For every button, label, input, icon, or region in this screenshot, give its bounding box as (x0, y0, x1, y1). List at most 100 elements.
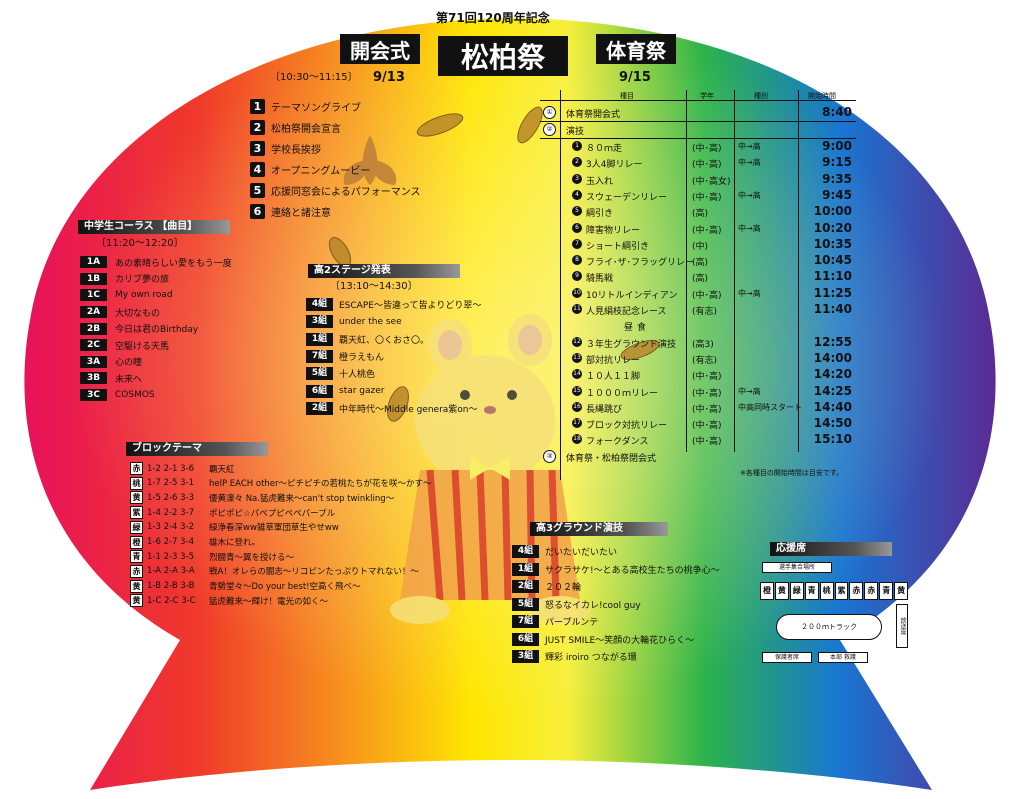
schedule-grade: (高) (692, 258, 709, 269)
ground3-group-badge: 6組 (512, 632, 539, 646)
chorus-item: 2B 今日は君のBirthday (80, 320, 260, 337)
schedule-event: ３年生グラウンド演技 (586, 339, 677, 350)
schedule-time: 9:00 (822, 139, 852, 153)
stage2-header: 高2ステージ発表 (308, 264, 460, 278)
block-class-codes: 1-B 2-B 3-B (147, 581, 195, 592)
chorus-class-badge: 3C (80, 389, 107, 402)
schedule-grade: (中･高) (692, 225, 722, 236)
stage2-title: under the see (339, 316, 402, 327)
chorus-class-badge: 2B (80, 322, 107, 335)
schedule-number: 6 (572, 222, 582, 233)
block-theme-text: 優黄凜々 Na.猛虎難来～can't stop twinkling～ (209, 493, 395, 504)
block-color-badge: 緑 (130, 520, 143, 534)
schedule-type: 中→高 (738, 288, 761, 298)
schedule-divider-3 (734, 90, 735, 452)
chorus-song: 今日は君のBirthday (115, 325, 199, 336)
schedule-event: 騎馬戦 (586, 274, 614, 285)
chorus-class-badge: 3B (80, 372, 107, 385)
schedule-type: 中→高 (738, 158, 761, 168)
stage2-item: 7組橙ラえもん (306, 348, 526, 365)
stage2-group-badge: 7組 (306, 350, 333, 364)
schedule-time: 8:40 (822, 105, 852, 119)
opening-label: 開会式 (340, 34, 420, 64)
ground3-group-badge: 4組 (512, 545, 539, 559)
festival-title: 松柏祭 (438, 36, 568, 76)
seating-block: 赤 (864, 582, 879, 600)
sports-date: 9/15 (619, 70, 651, 85)
ground3-group-badge: 2組 (512, 580, 539, 594)
schedule-number: 2 (572, 157, 582, 168)
schedule-grade: (有志) (692, 307, 718, 317)
chorus-song: あの素晴らしい愛をもう一度 (115, 258, 232, 269)
schedule-time: 9:45 (822, 187, 852, 202)
schedule-col-event: 種目 (620, 92, 634, 100)
schedule-number: 16 (572, 401, 582, 412)
schedule-number: 5 (572, 206, 582, 217)
stage2-item: 2組中年時代～Middle genera紫on～ (306, 400, 526, 417)
ground3-header: 高3グラウンド演技 (530, 522, 668, 536)
seating-block: 黄 (894, 582, 909, 600)
stage2-group-badge: 6組 (306, 384, 333, 398)
block-color-badge: 赤 (130, 564, 143, 578)
schedule-time: 15:10 (813, 432, 852, 447)
ground3-group-badge: 7組 (512, 615, 539, 629)
block-color-badge: 紫 (130, 506, 143, 520)
schedule-number: 3 (572, 173, 582, 184)
seating-block: 青 (879, 582, 894, 600)
opening-item-label: 応援同窓会によるパフォーマンス (271, 187, 421, 198)
seating-block: 橙 (760, 582, 774, 600)
seating-track: ２００ｍトラック (776, 614, 882, 640)
stage2-group-badge: 2組 (306, 401, 333, 415)
block-theme-text: helP EACH other～ピチピチの若桃たちが花を咲～かす～ (209, 479, 432, 490)
opening-item-number: 1 (250, 99, 265, 114)
schedule-time: 9:15 (822, 155, 852, 170)
opening-item-number: 5 (250, 183, 265, 198)
schedule-event: 昼食 (624, 323, 651, 334)
schedule-event: １０人１１脚 (586, 372, 641, 383)
ground3-title: サクラサケ!～とある高校生たちの桃争心～ (545, 565, 720, 576)
block-class-codes: 1-7 2-5 3-1 (147, 478, 195, 489)
schedule-grade: (有志) (692, 355, 718, 366)
stage2-title: star gazer (339, 386, 385, 397)
chorus-song: カリブ夢の旅 (115, 275, 170, 286)
schedule-grade: (高3) (692, 339, 714, 350)
block-class-codes: 1-1 2-3 3-5 (147, 551, 195, 562)
schedule-grade: (中･高) (692, 372, 722, 383)
schedule-number: 8 (572, 255, 582, 266)
schedule-time: 10:35 (813, 236, 852, 251)
seating-bottom-left: 保護者席 (762, 652, 812, 663)
stage2-group-badge: 4組 (306, 298, 333, 312)
schedule-header-row: 種目 学年 種別 開始時間 (540, 90, 856, 101)
seating-track-label: ２００ｍトラック (801, 623, 857, 631)
schedule-time: 11:10 (813, 269, 852, 284)
chorus-class-badge: 1C (80, 289, 107, 302)
schedule-grade: (高) (692, 209, 709, 220)
seating-bottom-right: 本部 救護 (818, 652, 868, 663)
seating-block: 赤 (849, 582, 864, 600)
schedule-time: 9:35 (822, 171, 852, 186)
schedule-number: ② (543, 123, 556, 136)
seating-block: 青 (804, 582, 819, 600)
block-class-codes: 1-5 2-6 3-3 (147, 492, 195, 503)
schedule-number: 10 (572, 287, 582, 298)
seating-block: 桃 (819, 582, 834, 600)
schedule-number: 11 (572, 304, 582, 314)
schedule-grade: (中･高) (692, 421, 722, 432)
